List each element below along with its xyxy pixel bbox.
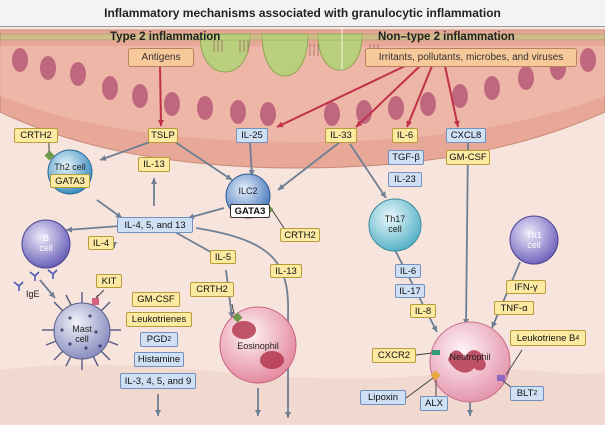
- il-4-5-13-label: IL-4, 5, and 13: [117, 217, 193, 233]
- ltb4-subscript: 4: [575, 334, 580, 342]
- il13-a-label: IL-13: [138, 157, 170, 172]
- tnf-alpha-label: TNF-α: [494, 301, 534, 315]
- eosinophil: [219, 306, 297, 384]
- th1-label-line2: cell: [527, 240, 541, 250]
- il8-label: IL-8: [410, 304, 436, 318]
- th1-cell: [509, 215, 559, 265]
- il23-label: IL-23: [388, 172, 422, 187]
- tslp-label: TSLP: [148, 128, 178, 143]
- ifn-gamma-label: IFN-γ: [506, 280, 546, 294]
- th17-label-line2: cell: [388, 224, 402, 234]
- diagram-title: Inflammatory mechanisms associated with …: [0, 0, 605, 27]
- histamine-label: Histamine: [134, 352, 184, 367]
- gata3-ilc2-label: GATA3: [230, 204, 270, 218]
- il6-top-label: IL-6: [392, 128, 418, 143]
- ltb4-text: Leukotriene B: [516, 332, 576, 344]
- tgfb-label: TGF-β: [388, 150, 424, 165]
- il13-b-label: IL-13: [270, 264, 302, 278]
- th17-label-line1: Th17: [384, 214, 406, 224]
- th1-label-line1: Th1: [526, 230, 542, 240]
- th17-cell: [368, 198, 422, 252]
- gmcsf-mast-label: GM-CSF: [132, 292, 180, 307]
- pgd2-subscript: 2: [167, 336, 172, 343]
- ige-antibodies: [13, 269, 58, 291]
- b-cell-label-line2: cell: [39, 243, 53, 253]
- ige-label: IgE: [26, 289, 40, 299]
- kit-label: KIT: [96, 274, 122, 288]
- epithelial-nuclei: [12, 48, 596, 126]
- mucus: [0, 33, 605, 77]
- nontype2-heading: Non–type 2 inflammation: [378, 31, 515, 43]
- crth2-th2-label: CRTH2: [14, 128, 58, 143]
- eosinophil-label: Eosinophil: [237, 341, 279, 351]
- cxcr2-label: CXCR2: [372, 348, 416, 363]
- irritants-trigger: Irritants, pollutants, microbes, and vir…: [365, 48, 577, 67]
- il4-label: IL-4: [88, 236, 114, 250]
- pgd2-text: PGD: [146, 334, 168, 345]
- blt2-text: BLT: [516, 388, 534, 399]
- b-cell-label-line1: B: [42, 233, 49, 243]
- type2-heading: Type 2 inflammation: [110, 31, 221, 43]
- antigens-trigger: Antigens: [128, 48, 194, 67]
- mast-cell-label-line1: Mast: [72, 324, 92, 334]
- il6-mid-label: IL-6: [395, 264, 421, 278]
- b-cell: [21, 219, 71, 269]
- mast-cell: [42, 292, 121, 370]
- cxcl8-label: CXCL8: [446, 128, 486, 143]
- neutrophil: [429, 321, 511, 403]
- ilc2-cell-label: ILC2: [238, 186, 258, 196]
- leukotrienes-label: Leukotrienes: [126, 312, 192, 327]
- lipoxin-label: Lipoxin: [360, 390, 406, 405]
- mast-cell-label-line2: cell: [75, 334, 89, 344]
- neutrophil-label: Neutrophil: [449, 352, 491, 362]
- th2-cell-label: Th2 cell: [54, 162, 86, 172]
- il33-label: IL-33: [325, 128, 357, 143]
- crth2-eos-label: CRTH2: [190, 282, 234, 297]
- alx-label: ALX: [420, 396, 448, 411]
- il17-label: IL-17: [395, 284, 425, 298]
- gata3-th2-label: GATA3: [50, 174, 90, 188]
- gmcsf-top-label: GM-CSF: [446, 150, 490, 165]
- il-3-4-5-9-label: IL-3, 4, 5, and 9: [120, 373, 196, 389]
- blt2-subscript: 2: [533, 390, 538, 397]
- il5-label: IL-5: [210, 250, 236, 264]
- crth2-ilc2-label: CRTH2: [280, 228, 320, 242]
- il25-label: IL-25: [236, 128, 268, 143]
